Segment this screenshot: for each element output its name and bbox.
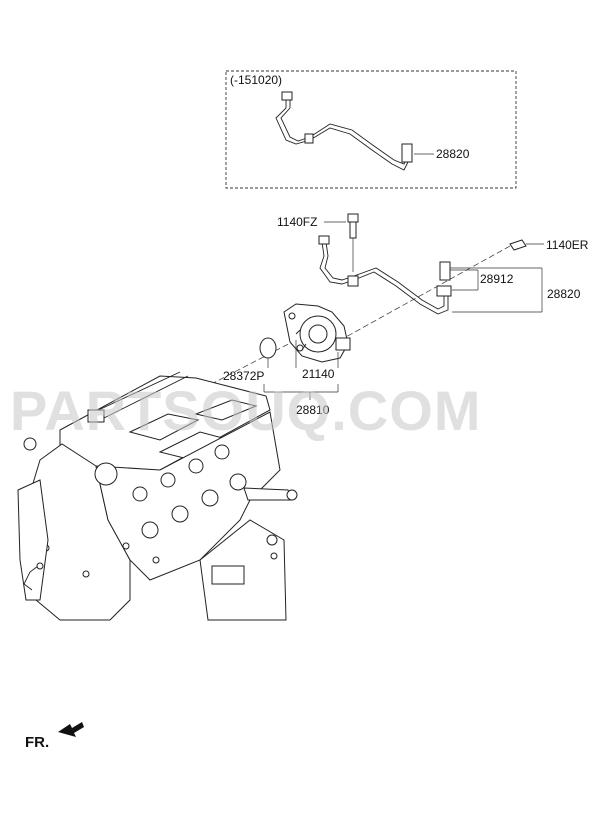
front-label: FR. bbox=[25, 734, 49, 751]
label-o-ring: 28372P bbox=[223, 369, 264, 383]
watermark: PARTSOUQ.COM bbox=[10, 379, 481, 442]
label-pump: 21140 bbox=[302, 367, 335, 381]
front-arrow-icon bbox=[58, 722, 84, 737]
variant-date-code: (-151020) bbox=[230, 73, 282, 87]
variant-box: (-151020) 28820 bbox=[225, 70, 517, 189]
label-bolt-top: 1140FZ bbox=[277, 215, 317, 229]
variant-box-border bbox=[225, 70, 517, 189]
hose-assembly-drawing bbox=[199, 235, 511, 391]
label-hose-assembly: 28820 bbox=[547, 287, 581, 301]
label-clip: 28912 bbox=[480, 272, 514, 286]
vacuum-pump-drawing bbox=[283, 303, 351, 363]
variant-hose-drawing bbox=[275, 91, 434, 171]
bolt-right bbox=[509, 239, 544, 251]
variant-part-number: 28820 bbox=[436, 147, 470, 161]
label-pump-assembly: 28810 bbox=[296, 403, 330, 417]
engine-drawing bbox=[17, 371, 298, 621]
o-ring-drawing bbox=[259, 337, 277, 359]
front-marker: FR. bbox=[25, 722, 84, 751]
bolt-top bbox=[324, 213, 359, 272]
label-bolt-right: 1140ER bbox=[546, 238, 589, 252]
